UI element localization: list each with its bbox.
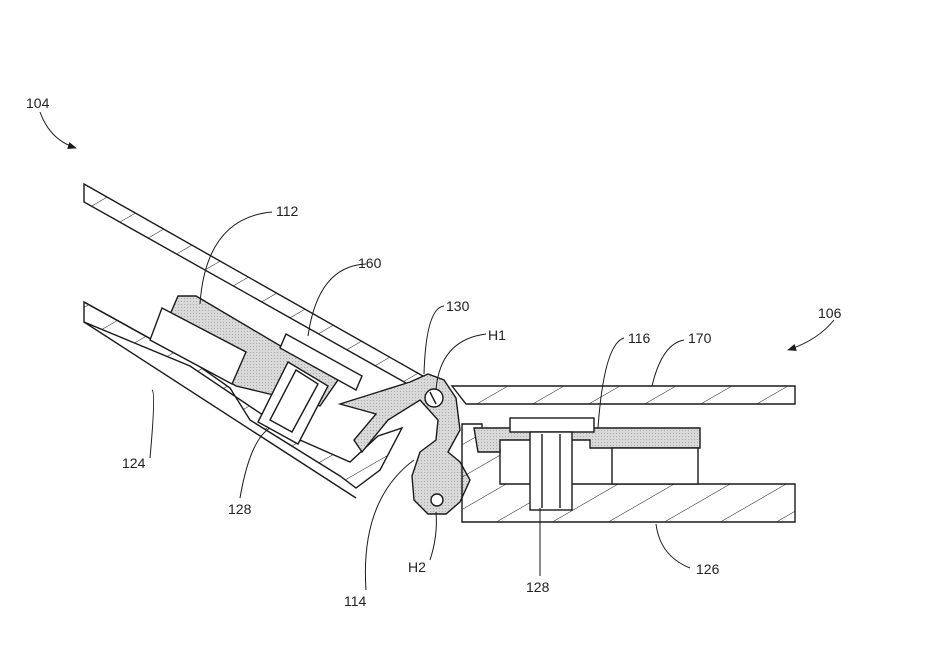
label-h2: H2: [408, 559, 426, 575]
hinge-assembly: [340, 374, 470, 514]
right-housing: [452, 386, 795, 522]
label-h1: H1: [488, 327, 506, 343]
label-126: 126: [696, 561, 720, 577]
label-106: 106: [818, 305, 842, 321]
label-112: 112: [276, 203, 299, 219]
label-114: 114: [344, 593, 367, 609]
right-fastener-head: [510, 418, 594, 432]
label-116: 116: [628, 330, 651, 346]
label-160: 160: [358, 255, 382, 271]
hinge-pin-h1: [425, 389, 443, 407]
label-128-left: 128: [228, 501, 252, 517]
label-130: 130: [446, 298, 470, 314]
left-housing: [84, 184, 430, 498]
right-fastener-shank: [530, 432, 572, 510]
right-top-cover: [452, 386, 795, 404]
label-124: 124: [122, 455, 146, 471]
hinge-pin-h2: [431, 494, 443, 506]
right-component: [612, 448, 698, 484]
label-170: 170: [688, 330, 712, 346]
label-128-right: 128: [526, 579, 550, 595]
label-104: 104: [26, 95, 50, 111]
hinge-link: [340, 374, 470, 514]
